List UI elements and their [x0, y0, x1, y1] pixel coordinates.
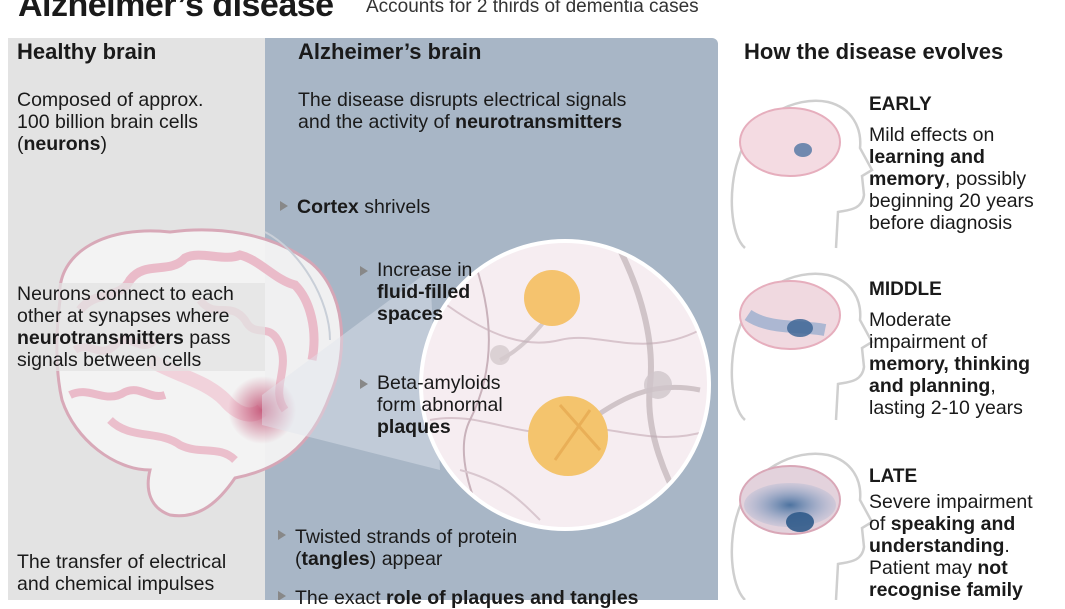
neuron-closeup: [419, 239, 711, 531]
alzheimers-heading: Alzheimer’s brain: [298, 39, 482, 64]
beta-text: Beta-amyloids form abnormal plaques: [377, 372, 503, 438]
cortex-text: Cortex shrivels: [297, 196, 431, 218]
bullet-icon: [278, 591, 286, 600]
healthy-heading: Healthy brain: [17, 39, 157, 64]
page-subtitle: Accounts for 2 thirds of dementia cases: [366, 0, 699, 17]
synapse-highlight: [228, 376, 296, 444]
page-title: Alzheimer’s disease: [18, 0, 334, 24]
late-label: LATE: [869, 466, 918, 487]
neurons-text: Neurons connect to each other at synapse…: [12, 283, 265, 371]
fluid-space: [524, 270, 580, 326]
composed-text: Composed of approx. 100 billion brain ce…: [17, 89, 204, 155]
early-text: Mild effects on learning and memory, pos…: [869, 124, 1034, 234]
early-stage-head: [730, 99, 874, 249]
bullet-icon: [278, 530, 286, 540]
middle-label: MIDDLE: [869, 279, 942, 300]
exact-role-text: The exact role of plaques and tangles: [295, 587, 639, 609]
late-text: Severe impairment of speaking and unders…: [869, 491, 1033, 601]
evolution-heading: How the disease evolves: [744, 39, 1004, 64]
amyloid-plaque: [528, 396, 608, 476]
bullet-icon: [360, 379, 368, 389]
bullet-icon: [280, 201, 288, 211]
fluid-text: Increase in fluid-filled spaces: [377, 259, 473, 325]
bullet-icon: [360, 266, 368, 276]
early-label: EARLY: [869, 94, 932, 115]
late-stage-head: [730, 452, 874, 600]
disrupt-text: The disease disrupts electrical signals …: [298, 89, 627, 133]
magnify-cone: [262, 270, 440, 470]
tangles-text: Twisted strands of protein (tangles) app…: [295, 526, 518, 570]
transfer-text: The transfer of electrical and chemical …: [17, 551, 227, 595]
middle-stage-head: [730, 272, 874, 421]
middle-text: Moderate impairment of memory, thinking …: [869, 309, 1031, 419]
